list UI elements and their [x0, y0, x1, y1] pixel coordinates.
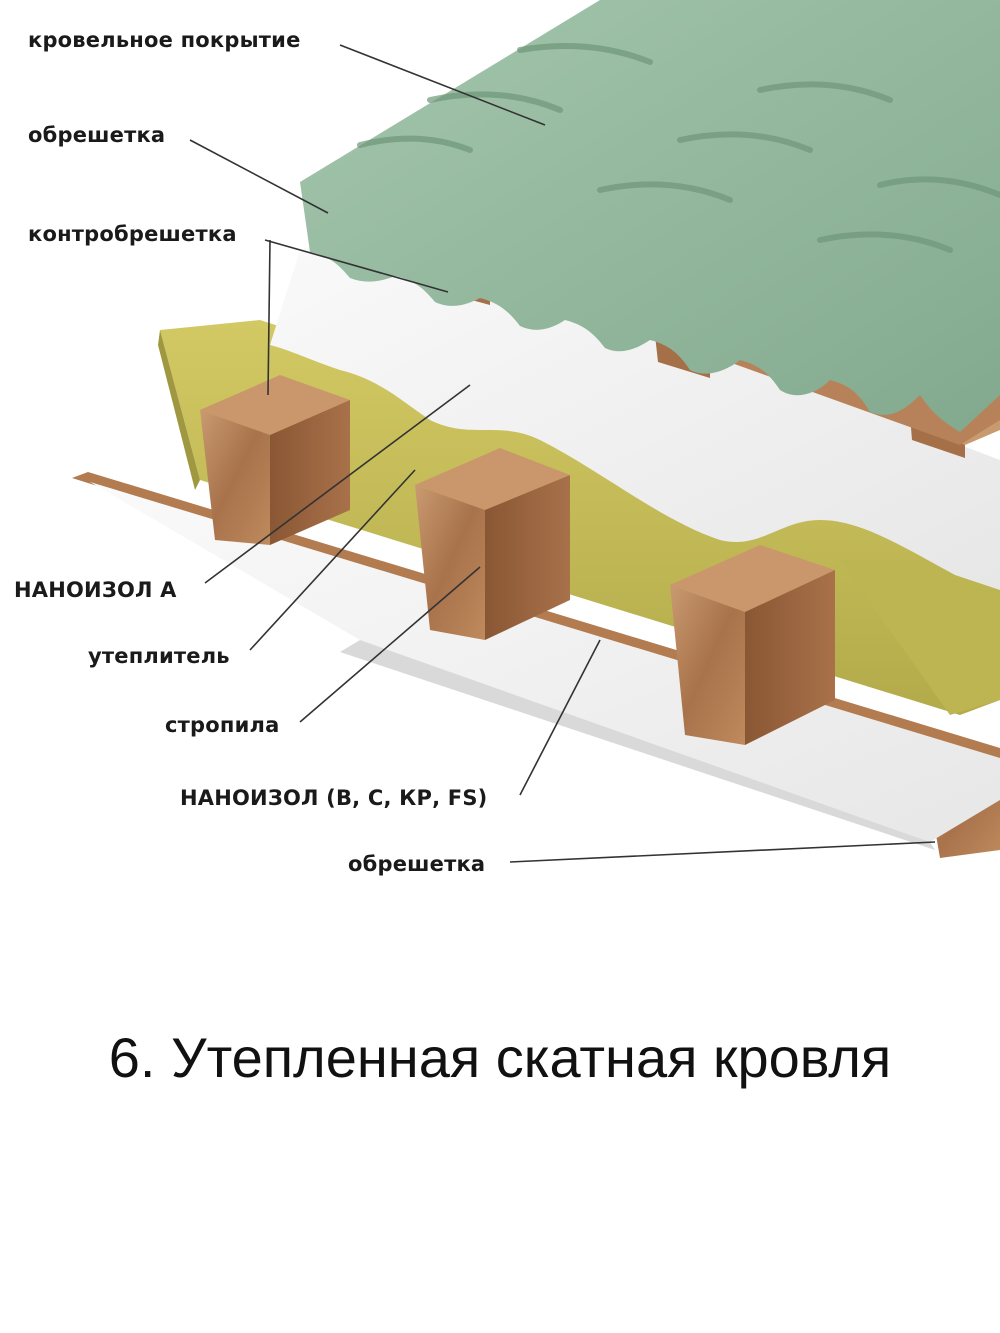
rafter-left	[200, 375, 350, 545]
rafter-middle	[415, 448, 570, 640]
label-counter-batten: контробрешетка	[28, 222, 237, 246]
label-insulation: утеплитель	[88, 644, 230, 668]
lower-membrane-sheet	[90, 482, 1000, 842]
label-rafters: стропила	[165, 713, 280, 737]
leader-nanoizol-b	[519, 639, 601, 796]
label-batten-top: обрешетка	[28, 123, 166, 147]
leader-nanoizol-a	[204, 384, 471, 584]
lower-membrane-edge	[340, 640, 935, 850]
roofing-sheet	[300, 0, 1000, 432]
leader-counter-batten-b	[267, 239, 271, 396]
label-nanoizol-b: НАНОИЗОЛ (В, С, КР, FS)	[180, 786, 488, 810]
label-batten-bottom: обрешетка	[348, 852, 486, 876]
leader-insulation	[249, 469, 416, 651]
leader-lines	[189, 44, 936, 863]
rafter-right	[670, 545, 835, 745]
upper-membrane-sheet	[270, 225, 1000, 590]
label-nanoizol-a: НАНОИЗОЛ А	[14, 578, 177, 602]
leader-rafters	[299, 566, 481, 723]
diagram-title: 6. Утепленная скатная кровля	[108, 1026, 892, 1089]
leader-batten-top	[189, 139, 329, 214]
leader-counter-batten-a	[264, 239, 449, 293]
label-roofing: кровельное покрытие	[28, 28, 301, 52]
leader-batten-bottom	[509, 841, 936, 863]
leader-roofing	[339, 44, 546, 126]
